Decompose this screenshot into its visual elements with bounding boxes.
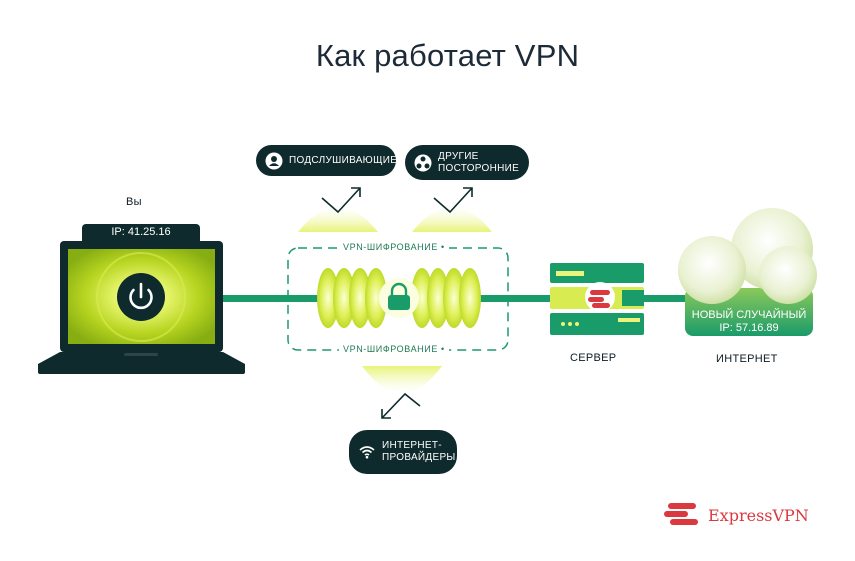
ip-tab (82, 224, 200, 244)
user-ip: IP: 41.25.16 (111, 226, 171, 238)
lock-icon (379, 278, 419, 318)
arrow-to-third-parties (433, 187, 473, 214)
server (550, 263, 644, 335)
eavesdroppers-label: ПОДСЛУШИВАЮЩИЕ (289, 154, 398, 166)
eavesdroppers-pill: ПОДСЛУШИВАЮЩИЕ (256, 145, 398, 176)
encryption-label-top: VPN-ШИФРОВАНИЕ • (339, 242, 449, 252)
server-label: СЕРВЕР (570, 352, 617, 364)
laptop (38, 224, 245, 374)
cloud (678, 208, 817, 336)
internet-label: ИНТЕРНЕТ (716, 353, 778, 365)
encryption-label-bottom: VPN-ШИФРОВАНИЕ • (339, 344, 449, 354)
isps-pill: ИНТЕРНЕТ- ПРОВАЙДЕРЫ (349, 430, 457, 474)
wifi-icon (359, 446, 375, 459)
third-parties-pill: ДРУГИЕ ПОСТОРОННИЕ (405, 145, 529, 180)
third-parties-label: ДРУГИЕ ПОСТОРОННИЕ (438, 150, 520, 174)
expressvpn-logo-icon (664, 503, 698, 525)
person-icon (265, 152, 283, 169)
isps-label: ИНТЕРНЕТ- ПРОВАЙДЕРЫ (382, 440, 456, 463)
new-ip-label: НОВЫЙ СЛУЧАЙНЫЙ IP: 57.16.89 (691, 309, 807, 334)
encrypted-waves (317, 268, 481, 328)
page-title: Как работает VPN (315, 38, 580, 73)
user-label: Вы (126, 196, 142, 208)
arrow-to-eavesdroppers (321, 187, 361, 214)
arrow-to-isps (381, 392, 421, 419)
leak-glow-eavesdroppers (298, 207, 378, 232)
expressvpn-server-logo-icon (585, 282, 615, 312)
brand-name: ExpressVPN (708, 506, 809, 525)
power-icon (117, 273, 165, 321)
leak-glow-isps (362, 366, 442, 393)
group-icon (414, 154, 432, 171)
laptop-base (38, 352, 245, 374)
leak-glow-third-parties (412, 207, 492, 232)
